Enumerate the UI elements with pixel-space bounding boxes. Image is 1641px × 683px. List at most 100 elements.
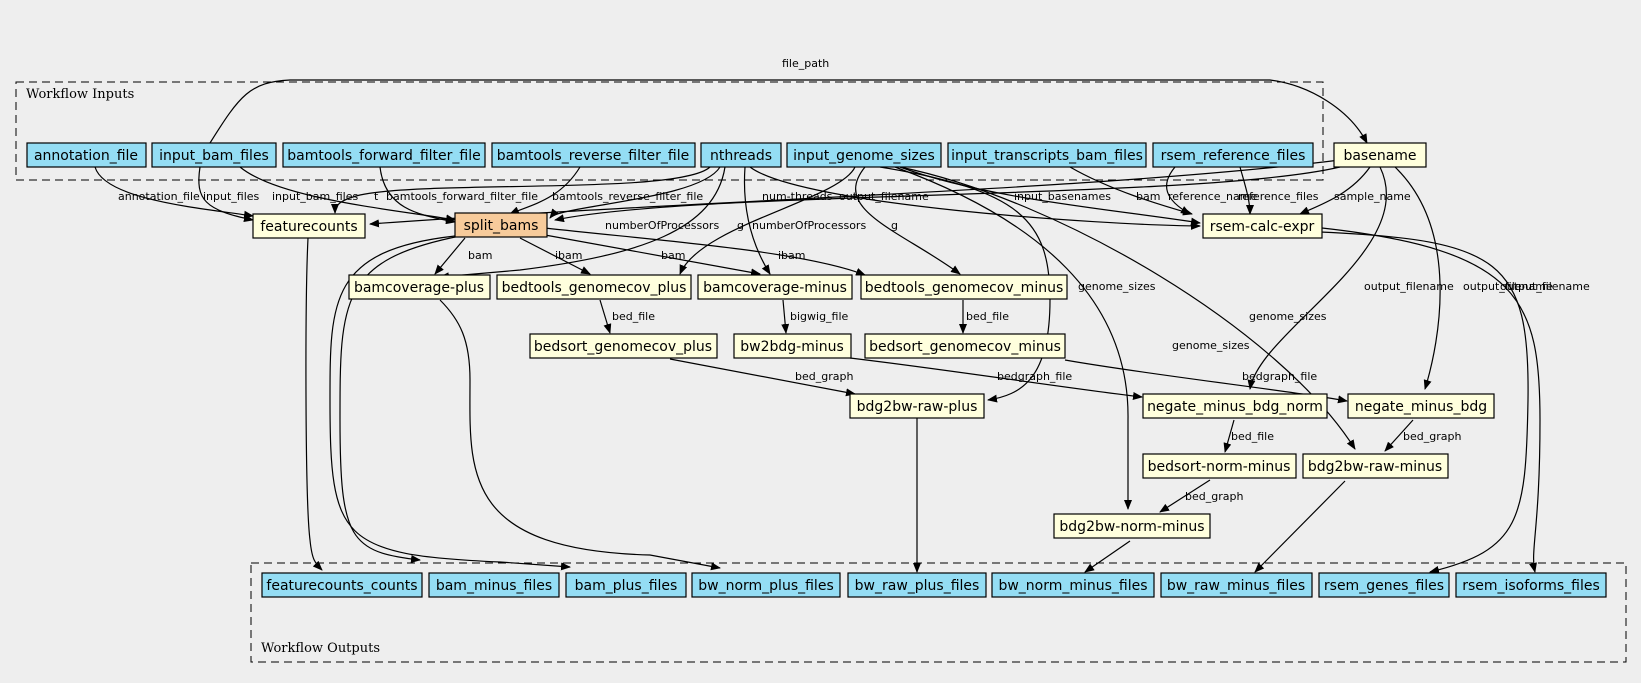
edge-g-plus [679,166,856,275]
node-bamtools-forward-label: bamtools_forward_filter_file [287,148,480,164]
node-bdg2bw-raw-minus-label: bdg2bw-raw-minus [1308,459,1442,475]
edge-output-filename-neg [1394,166,1441,390]
edge-bamcoverage-plus-out [439,299,721,571]
node-bamcoverage-plus[interactable]: bamcoverage-plus [348,274,491,300]
node-bam-minus-files[interactable]: bam_minus_files [428,572,560,598]
edge-reverse-filter [509,166,581,215]
node-input-transcripts-label: input_transcripts_bam_files [951,148,1143,164]
edge-output-filename-norm [1247,166,1387,390]
node-bedtools-genomecov-plus[interactable]: bedtools_genomecov_plus [496,274,692,300]
node-input-transcripts-bam-files[interactable]: input_transcripts_bam_files [947,142,1147,168]
edge-label-output-filename: output_filename [839,190,929,203]
node-input-bam-files[interactable]: input_bam_files [151,142,277,168]
node-rsem-calc-expr-label: rsem-calc-expr [1210,219,1315,235]
edge-annotation-file [94,166,254,219]
node-bw-raw-plus-files[interactable]: bw_raw_plus_files [847,572,987,598]
edge-forward-filter [379,166,456,225]
edge-label-bed-graph-plus: bed_graph [795,370,853,383]
edge-split-bam-plus-files [339,235,461,563]
edge-label-reverse-filter: bamtools_reverse_filter_file [552,190,703,203]
node-bdg2bw-raw-plus[interactable]: bdg2bw-raw-plus [849,393,985,419]
node-bw-norm-plus-files[interactable]: bw_norm_plus_files [691,572,841,598]
node-bedsort-genomecov-plus[interactable]: bedsort_genomecov_plus [529,333,718,359]
edge-label-bed-file-minus: bed_file [966,310,1009,323]
node-negate-minus-bdg-norm[interactable]: negate_minus_bdg_norm [1142,393,1328,419]
node-bamtools-reverse-filter-file[interactable]: bamtools_reverse_filter_file [491,142,696,168]
edge-label-bed-graph-raw-minus: bed_graph [1403,430,1461,443]
edge-label-genome-sizes-raw-plus: genome_sizes [1078,280,1156,293]
edge-label-genome-sizes-norm-minus: genome_sizes [1172,339,1250,352]
node-bw-norm-minus-files-label: bw_norm_minus_files [998,578,1147,594]
edge-g-minus [855,166,961,275]
node-basename-label: basename [1343,148,1416,164]
edge-output-filename [899,166,1201,226]
node-bw2bdg-minus-label: bw2bdg-minus [740,339,844,355]
node-rsem-isoforms-files-label: rsem_isoforms_files [1462,578,1600,594]
edge-label-bedgraph-norm: bedgraph_file [997,370,1072,383]
edge-label-sample-name: sample_name [1334,190,1411,203]
node-rsem-isoforms-files[interactable]: rsem_isoforms_files [1455,572,1607,598]
node-featurecounts-counts-label: featurecounts_counts [266,578,417,594]
node-bedtools-plus-label: bedtools_genomecov_plus [502,280,687,296]
edge-label-genome-sizes-raw-minus: genome_sizes [1249,310,1327,323]
node-nthreads[interactable]: nthreads [700,142,782,168]
workflow-inputs-label: Workflow Inputs [26,87,134,102]
node-annotation-file[interactable]: annotation_file [26,142,147,168]
node-split-bams[interactable]: split_bams [454,212,548,238]
edge-label-output-filename-norm: output_filename [1364,280,1454,293]
node-annotation-file-label: annotation_file [34,148,138,164]
edge-label-output-filename-rsem: output_filename [1500,280,1590,293]
edge-label-file-path: file_path [782,57,829,70]
edge-t [331,166,711,214]
node-bedsort-norm-minus[interactable]: bedsort-norm-minus [1142,453,1297,479]
nodes: annotation_file input_bam_files bamtools… [26,142,1607,598]
edge-label-num-threads: num-threads [762,190,833,203]
edge-reference-name [1166,166,1191,215]
edge-label-nop-minus: numberOfProcessors [752,219,866,232]
workflow-outputs-cluster: Workflow Outputs [250,562,1627,663]
edge-label-reference-files: reference_files [1238,190,1319,203]
node-bamtools-forward-filter-file[interactable]: bamtools_forward_filter_file [282,142,486,168]
node-featurecounts[interactable]: featurecounts [252,213,366,239]
node-bw-raw-minus-files[interactable]: bw_raw_minus_files [1160,572,1313,598]
edge-bed-graph-raw-minus [1384,419,1414,452]
node-basename[interactable]: basename [1333,142,1427,168]
edge-input-files [198,166,254,223]
node-bam-plus-files[interactable]: bam_plus_files [565,572,687,598]
node-featurecounts-label: featurecounts [260,219,357,235]
edge-label-g-plus: g [737,219,744,232]
node-bw2bdg-minus[interactable]: bw2bdg-minus [733,333,852,359]
edge-label-bam-rsem: bam [1136,190,1160,203]
edge-label-nop-plus: numberOfProcessors [605,219,719,232]
node-bw-norm-minus-files[interactable]: bw_norm_minus_files [991,572,1155,598]
edge-bam-plus [434,237,466,275]
node-input-bam-files-label: input_bam_files [159,148,269,164]
node-input-genome-sizes[interactable]: input_genome_sizes [786,142,942,168]
node-bamcoverage-minus-label: bamcoverage-minus [703,280,847,296]
workflow-inputs-cluster: Workflow Inputs [15,81,1324,181]
node-bdg2bw-norm-minus[interactable]: bdg2bw-norm-minus [1053,513,1211,539]
edge-rsem-isoforms [1321,227,1541,573]
node-negate-minus-bdg[interactable]: negate_minus_bdg [1347,393,1495,419]
edge-bed-graph-plus [669,358,856,397]
node-bw-raw-plus-files-label: bw_raw_plus_files [855,578,980,594]
edge-label-ibam-plus: ibam [555,249,583,262]
edge-label-bed-file-plus: bed_file [612,310,655,323]
node-bdg2bw-norm-minus-label: bdg2bw-norm-minus [1059,519,1204,535]
node-bedtools-genomecov-minus[interactable]: bedtools_genomecov_minus [860,274,1068,300]
node-rsem-reference-files[interactable]: rsem_reference_files [1152,142,1314,168]
node-rsem-calc-expr[interactable]: rsem-calc-expr [1202,213,1323,239]
edge-num-threads [549,166,721,219]
edge-bam-minus [544,234,761,277]
node-featurecounts-counts[interactable]: featurecounts_counts [261,572,423,598]
edge-file-path [209,79,1368,144]
node-bam-minus-files-label: bam_minus_files [436,578,552,594]
edge-label-input-files: input_files [203,190,260,203]
node-rsem-genes-files[interactable]: rsem_genes_files [1318,572,1450,598]
node-bdg2bw-raw-minus[interactable]: bdg2bw-raw-minus [1302,453,1449,479]
edge-label-bedgraph-neg: bedgraph_file [1242,370,1317,383]
edge-label-annotation-file: annotation_file [118,190,200,203]
node-bedsort-genomecov-minus[interactable]: bedsort_genomecov_minus [864,333,1066,359]
node-bamcoverage-minus[interactable]: bamcoverage-minus [697,274,853,300]
node-bedsort-norm-minus-label: bedsort-norm-minus [1148,459,1291,475]
